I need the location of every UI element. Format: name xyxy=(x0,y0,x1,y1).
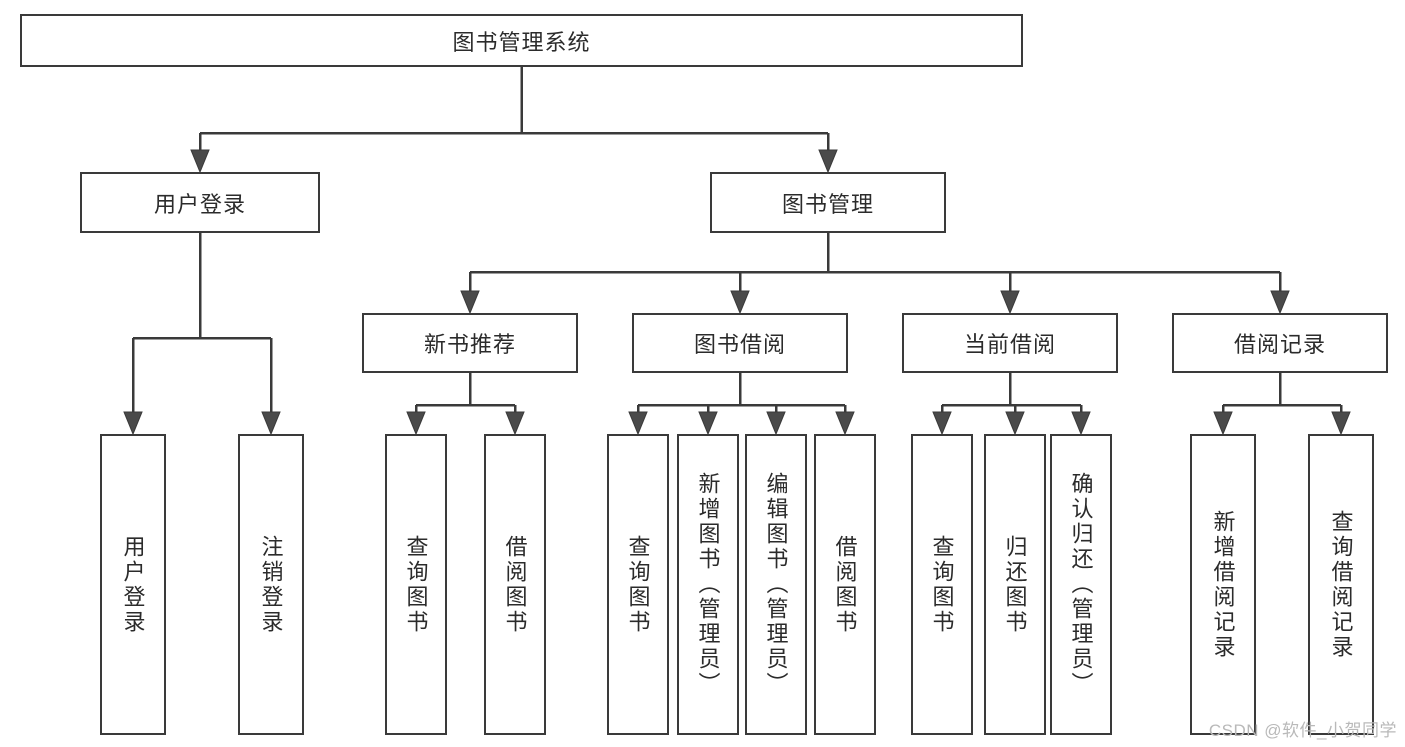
leaf-edit-book-admin-label: 编辑图书（管理员） xyxy=(763,472,789,697)
node-current-borrow[interactable]: 当前借阅 xyxy=(902,313,1118,373)
leaf-borrow-book-recommend[interactable]: 借阅图书 xyxy=(484,434,546,735)
node-user-login[interactable]: 用户登录 xyxy=(80,172,320,233)
node-book-borrow[interactable]: 图书借阅 xyxy=(632,313,848,373)
leaf-borrow-book-recommend-label: 借阅图书 xyxy=(502,534,528,635)
node-book-management[interactable]: 图书管理 xyxy=(710,172,946,233)
leaf-logout[interactable]: 注销登录 xyxy=(238,434,304,735)
leaf-logout-label: 注销登录 xyxy=(258,534,284,635)
leaf-edit-book-admin[interactable]: 编辑图书（管理员） xyxy=(745,434,807,735)
leaf-confirm-return-admin[interactable]: 确认归还（管理员） xyxy=(1050,434,1112,735)
node-root[interactable]: 图书管理系统 xyxy=(20,14,1023,67)
node-user-login-label: 用户登录 xyxy=(153,191,246,217)
node-new-book-recommend[interactable]: 新书推荐 xyxy=(362,313,578,373)
leaf-user-login[interactable]: 用户登录 xyxy=(100,434,166,735)
leaf-borrow-book-label: 借阅图书 xyxy=(832,534,858,635)
node-borrow-record-label: 借阅记录 xyxy=(1233,332,1326,357)
leaf-query-book-borrow[interactable]: 查询图书 xyxy=(607,434,669,735)
leaf-add-book-admin-label: 新增图书（管理员） xyxy=(695,472,721,697)
leaf-return-book-label: 归还图书 xyxy=(1002,534,1028,635)
leaf-return-book[interactable]: 归还图书 xyxy=(984,434,1046,735)
node-new-book-recommend-label: 新书推荐 xyxy=(423,332,516,357)
node-current-borrow-label: 当前借阅 xyxy=(963,332,1056,357)
leaf-user-login-label: 用户登录 xyxy=(120,534,146,635)
leaf-add-borrow-record-label: 新增借阅记录 xyxy=(1210,509,1236,660)
leaf-add-book-admin[interactable]: 新增图书（管理员） xyxy=(677,434,739,735)
leaf-confirm-return-admin-label: 确认归还（管理员） xyxy=(1068,472,1094,697)
leaf-query-borrow-record-label: 查询借阅记录 xyxy=(1328,509,1354,660)
leaf-borrow-book[interactable]: 借阅图书 xyxy=(814,434,876,735)
leaf-query-book-borrow-label: 查询图书 xyxy=(625,534,651,635)
leaf-query-book-recommend-label: 查询图书 xyxy=(403,534,429,635)
leaf-query-book-recommend[interactable]: 查询图书 xyxy=(385,434,447,735)
leaf-query-book-current-label: 查询图书 xyxy=(929,534,955,635)
leaf-query-book-current[interactable]: 查询图书 xyxy=(911,434,973,735)
leaf-query-borrow-record[interactable]: 查询借阅记录 xyxy=(1308,434,1374,735)
leaf-add-borrow-record[interactable]: 新增借阅记录 xyxy=(1190,434,1256,735)
node-root-label: 图书管理系统 xyxy=(452,29,591,55)
node-book-management-label: 图书管理 xyxy=(781,191,874,217)
node-book-borrow-label: 图书借阅 xyxy=(693,332,786,357)
node-borrow-record[interactable]: 借阅记录 xyxy=(1172,313,1388,373)
